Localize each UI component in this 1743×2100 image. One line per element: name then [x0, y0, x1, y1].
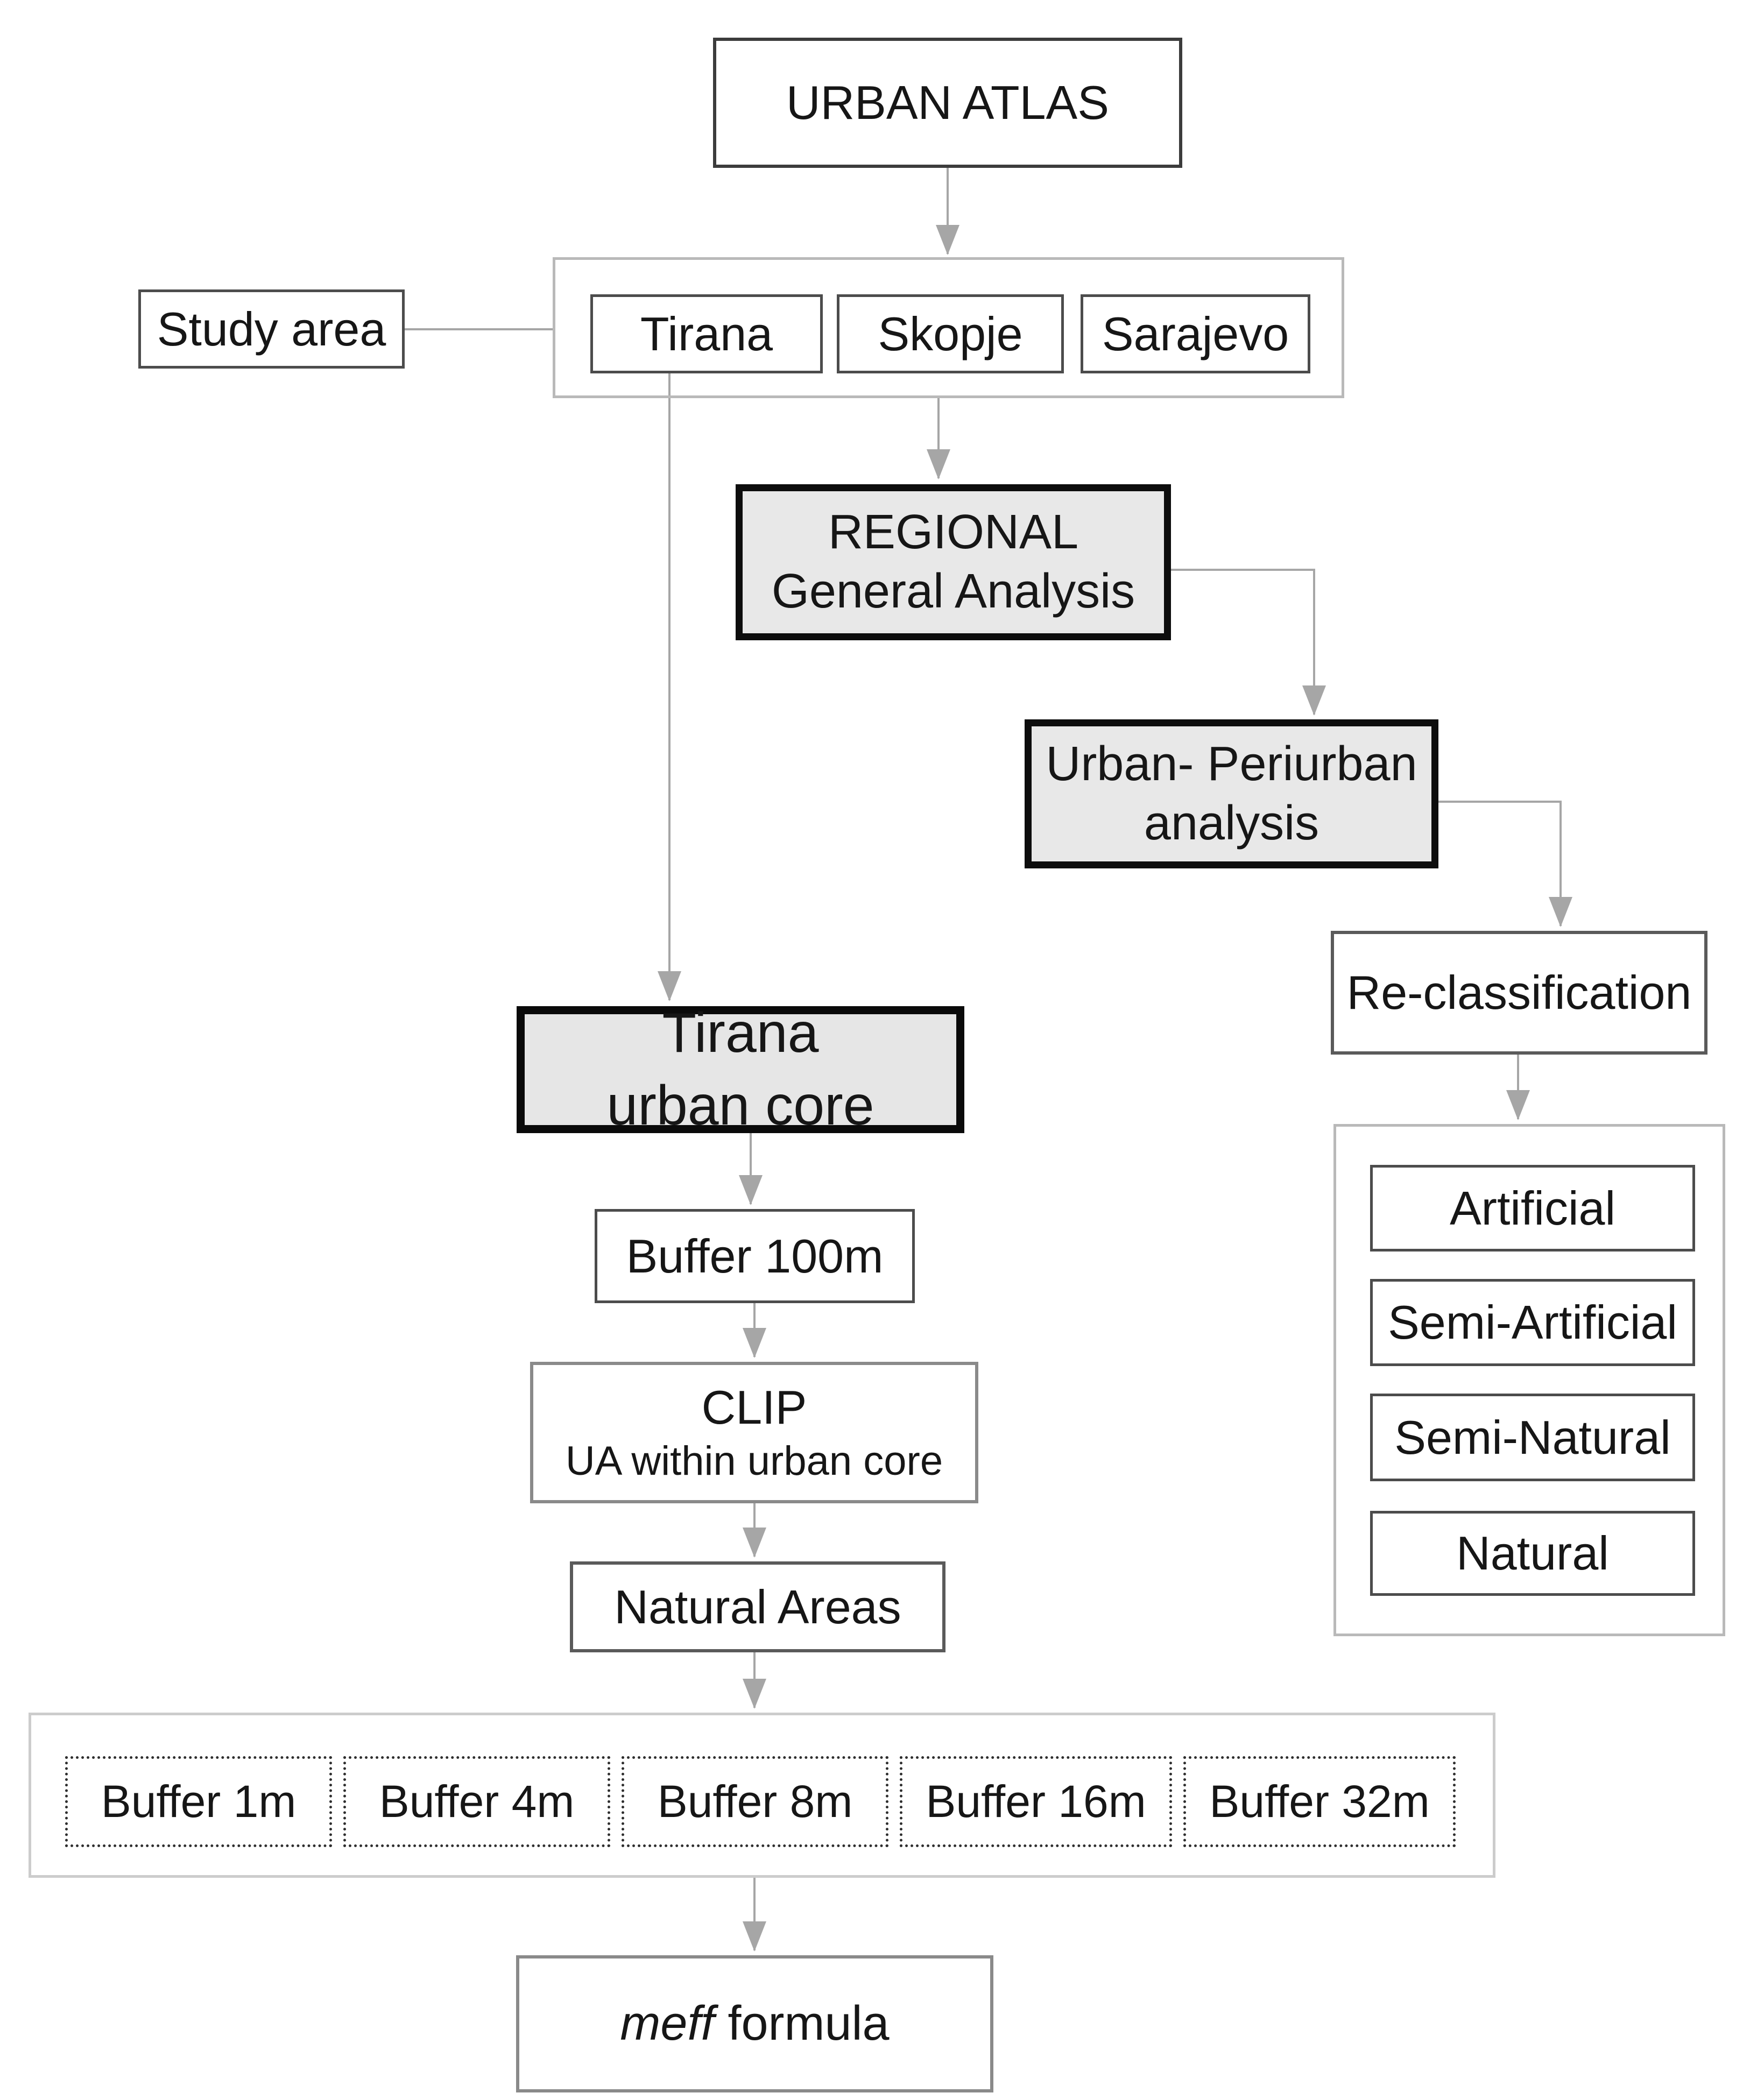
- class-natural-label: Natural: [1456, 1526, 1609, 1580]
- class-semi-artificial-label: Semi-Artificial: [1388, 1296, 1677, 1349]
- node-urban-atlas: URBAN ATLAS: [713, 38, 1182, 168]
- node-class-artificial: Artificial: [1370, 1165, 1695, 1251]
- city-skopje-label: Skopje: [878, 307, 1023, 360]
- urban-atlas-label: URBAN ATLAS: [786, 76, 1109, 130]
- node-reclassification: Re-classification: [1331, 931, 1707, 1055]
- reclassification-label: Re-classification: [1346, 966, 1692, 1020]
- node-class-semi-natural: Semi-Natural: [1370, 1394, 1695, 1481]
- node-buffer-8m: Buffer 8m: [622, 1756, 888, 1847]
- node-class-semi-artificial: Semi-Artificial: [1370, 1279, 1695, 1366]
- connector-regional-to-urban-periurban: [1171, 569, 1326, 716]
- meff-italic-part: meff: [620, 1996, 715, 2050]
- classification-container: Artificial Semi-Artificial Semi-Natural …: [1333, 1124, 1725, 1636]
- class-semi-natural-label: Semi-Natural: [1394, 1410, 1671, 1464]
- buffer-32m-label: Buffer 32m: [1209, 1776, 1430, 1827]
- node-meff-formula: meff formula: [516, 1955, 993, 2092]
- tirana-core-label-line1: Tirana: [662, 1001, 819, 1064]
- urban-periurban-label-line1: Urban- Periurban: [1046, 737, 1417, 791]
- meff-formula-label: meff formula: [620, 1995, 889, 2054]
- tirana-core-label-line2: urban core: [606, 1074, 874, 1137]
- city-tirana-label: Tirana: [640, 307, 773, 360]
- buffer-8m-label: Buffer 8m: [657, 1776, 853, 1827]
- city-sarajevo-label: Sarajevo: [1102, 307, 1289, 360]
- regional-label-line1: REGIONAL: [828, 505, 1079, 560]
- clip-label-line2: UA within urban core: [565, 1438, 943, 1484]
- node-study-area: Study area: [138, 289, 405, 369]
- node-buffer-32m: Buffer 32m: [1183, 1756, 1456, 1847]
- node-buffer-16m: Buffer 16m: [900, 1756, 1172, 1847]
- meff-rest-part: formula: [714, 1996, 890, 2050]
- urban-periurban-label-line2: analysis: [1144, 796, 1319, 850]
- node-natural-areas: Natural Areas: [570, 1561, 945, 1652]
- buffer-16m-label: Buffer 16m: [926, 1776, 1146, 1827]
- node-regional-general-analysis: REGIONAL General Analysis: [736, 484, 1171, 640]
- node-tirana-urban-core: Tirana urban core: [517, 1002, 964, 1137]
- cities-container: Tirana Skopje Sarajevo: [553, 257, 1344, 398]
- buffer-100m-label: Buffer 100m: [626, 1229, 884, 1283]
- class-artificial-label: Artificial: [1449, 1181, 1616, 1235]
- node-city-sarajevo: Sarajevo: [1081, 294, 1310, 373]
- regional-label-line2: General Analysis: [771, 564, 1135, 618]
- buffer-distances-container: Buffer 1m Buffer 4m Buffer 8m Buffer 16m…: [29, 1713, 1495, 1878]
- study-area-label: Study area: [157, 302, 386, 356]
- node-buffer-1m: Buffer 1m: [65, 1756, 332, 1847]
- node-class-natural: Natural: [1370, 1511, 1695, 1596]
- node-buffer-4m: Buffer 4m: [343, 1756, 610, 1847]
- natural-areas-label: Natural Areas: [614, 1580, 901, 1634]
- node-city-skopje: Skopje: [837, 294, 1064, 373]
- clip-label-line1: CLIP: [701, 1381, 807, 1434]
- connector-urban-periurban-to-reclassification: [1438, 801, 1572, 927]
- node-clip: CLIP UA within urban core: [530, 1362, 978, 1503]
- node-urban-periurban-analysis: Urban- Periurban analysis: [1025, 719, 1438, 868]
- node-city-tirana: Tirana: [590, 294, 823, 373]
- buffer-1m-label: Buffer 1m: [101, 1776, 297, 1827]
- buffer-4m-label: Buffer 4m: [379, 1776, 575, 1827]
- node-buffer-100m: Buffer 100m: [595, 1209, 915, 1303]
